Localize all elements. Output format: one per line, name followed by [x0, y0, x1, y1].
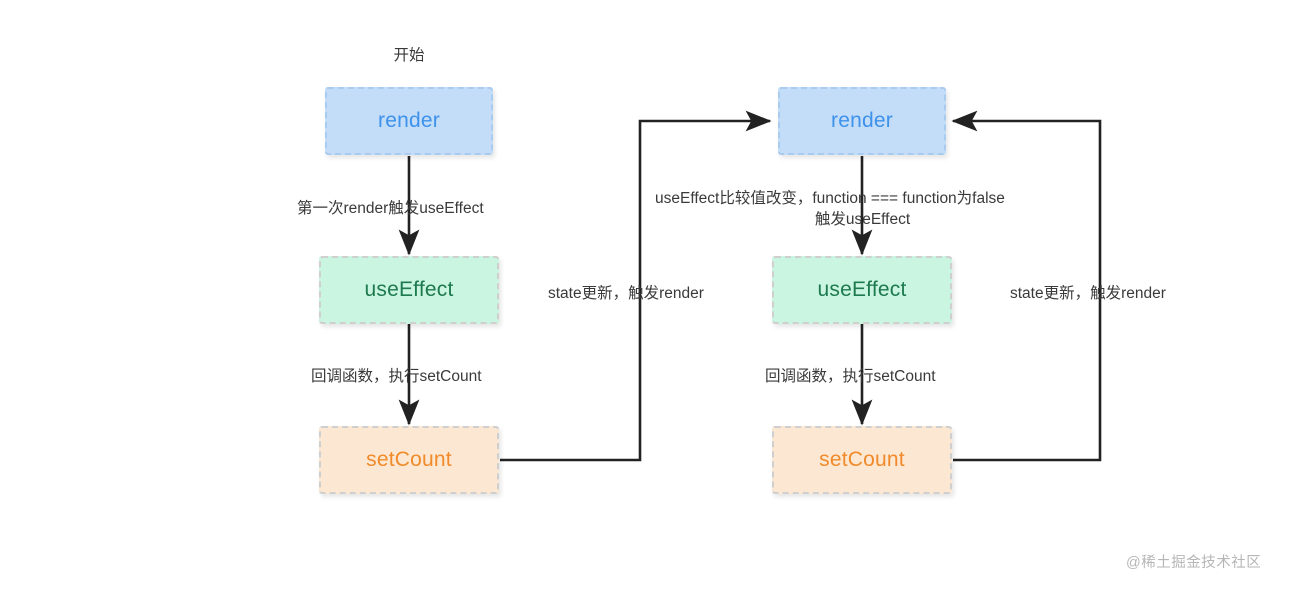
- node-render-left[interactable]: render: [325, 87, 493, 155]
- node-setcount-left[interactable]: setCount: [319, 426, 499, 494]
- watermark: @稀土掘金技术社区: [1126, 555, 1262, 571]
- edge-label-right-render-to-useeffect-line2: 触发useEffect: [814, 211, 911, 228]
- edge-label-left-setcount-to-right-render: state更新，触发render: [548, 285, 704, 302]
- edge-label-right-setcount-to-render: state更新，触发render: [1010, 285, 1166, 302]
- node-useeffect-right[interactable]: useEffect: [772, 256, 952, 324]
- edge-label-left-render-to-useeffect: 第一次render触发useEffect: [297, 200, 484, 217]
- edge-label-right-useeffect-to-setcount: 回调函数，执行setCount: [765, 368, 936, 385]
- start-label: 开始: [393, 47, 425, 64]
- node-render-right[interactable]: render: [778, 87, 946, 155]
- node-setcount-right[interactable]: setCount: [772, 426, 952, 494]
- edge-label-right-render-to-useeffect-line1: useEffect比较值改变，function === function为fal…: [655, 190, 1005, 207]
- edge-label-left-useeffect-to-setcount: 回调函数，执行setCount: [311, 368, 482, 385]
- node-useeffect-left[interactable]: useEffect: [319, 256, 499, 324]
